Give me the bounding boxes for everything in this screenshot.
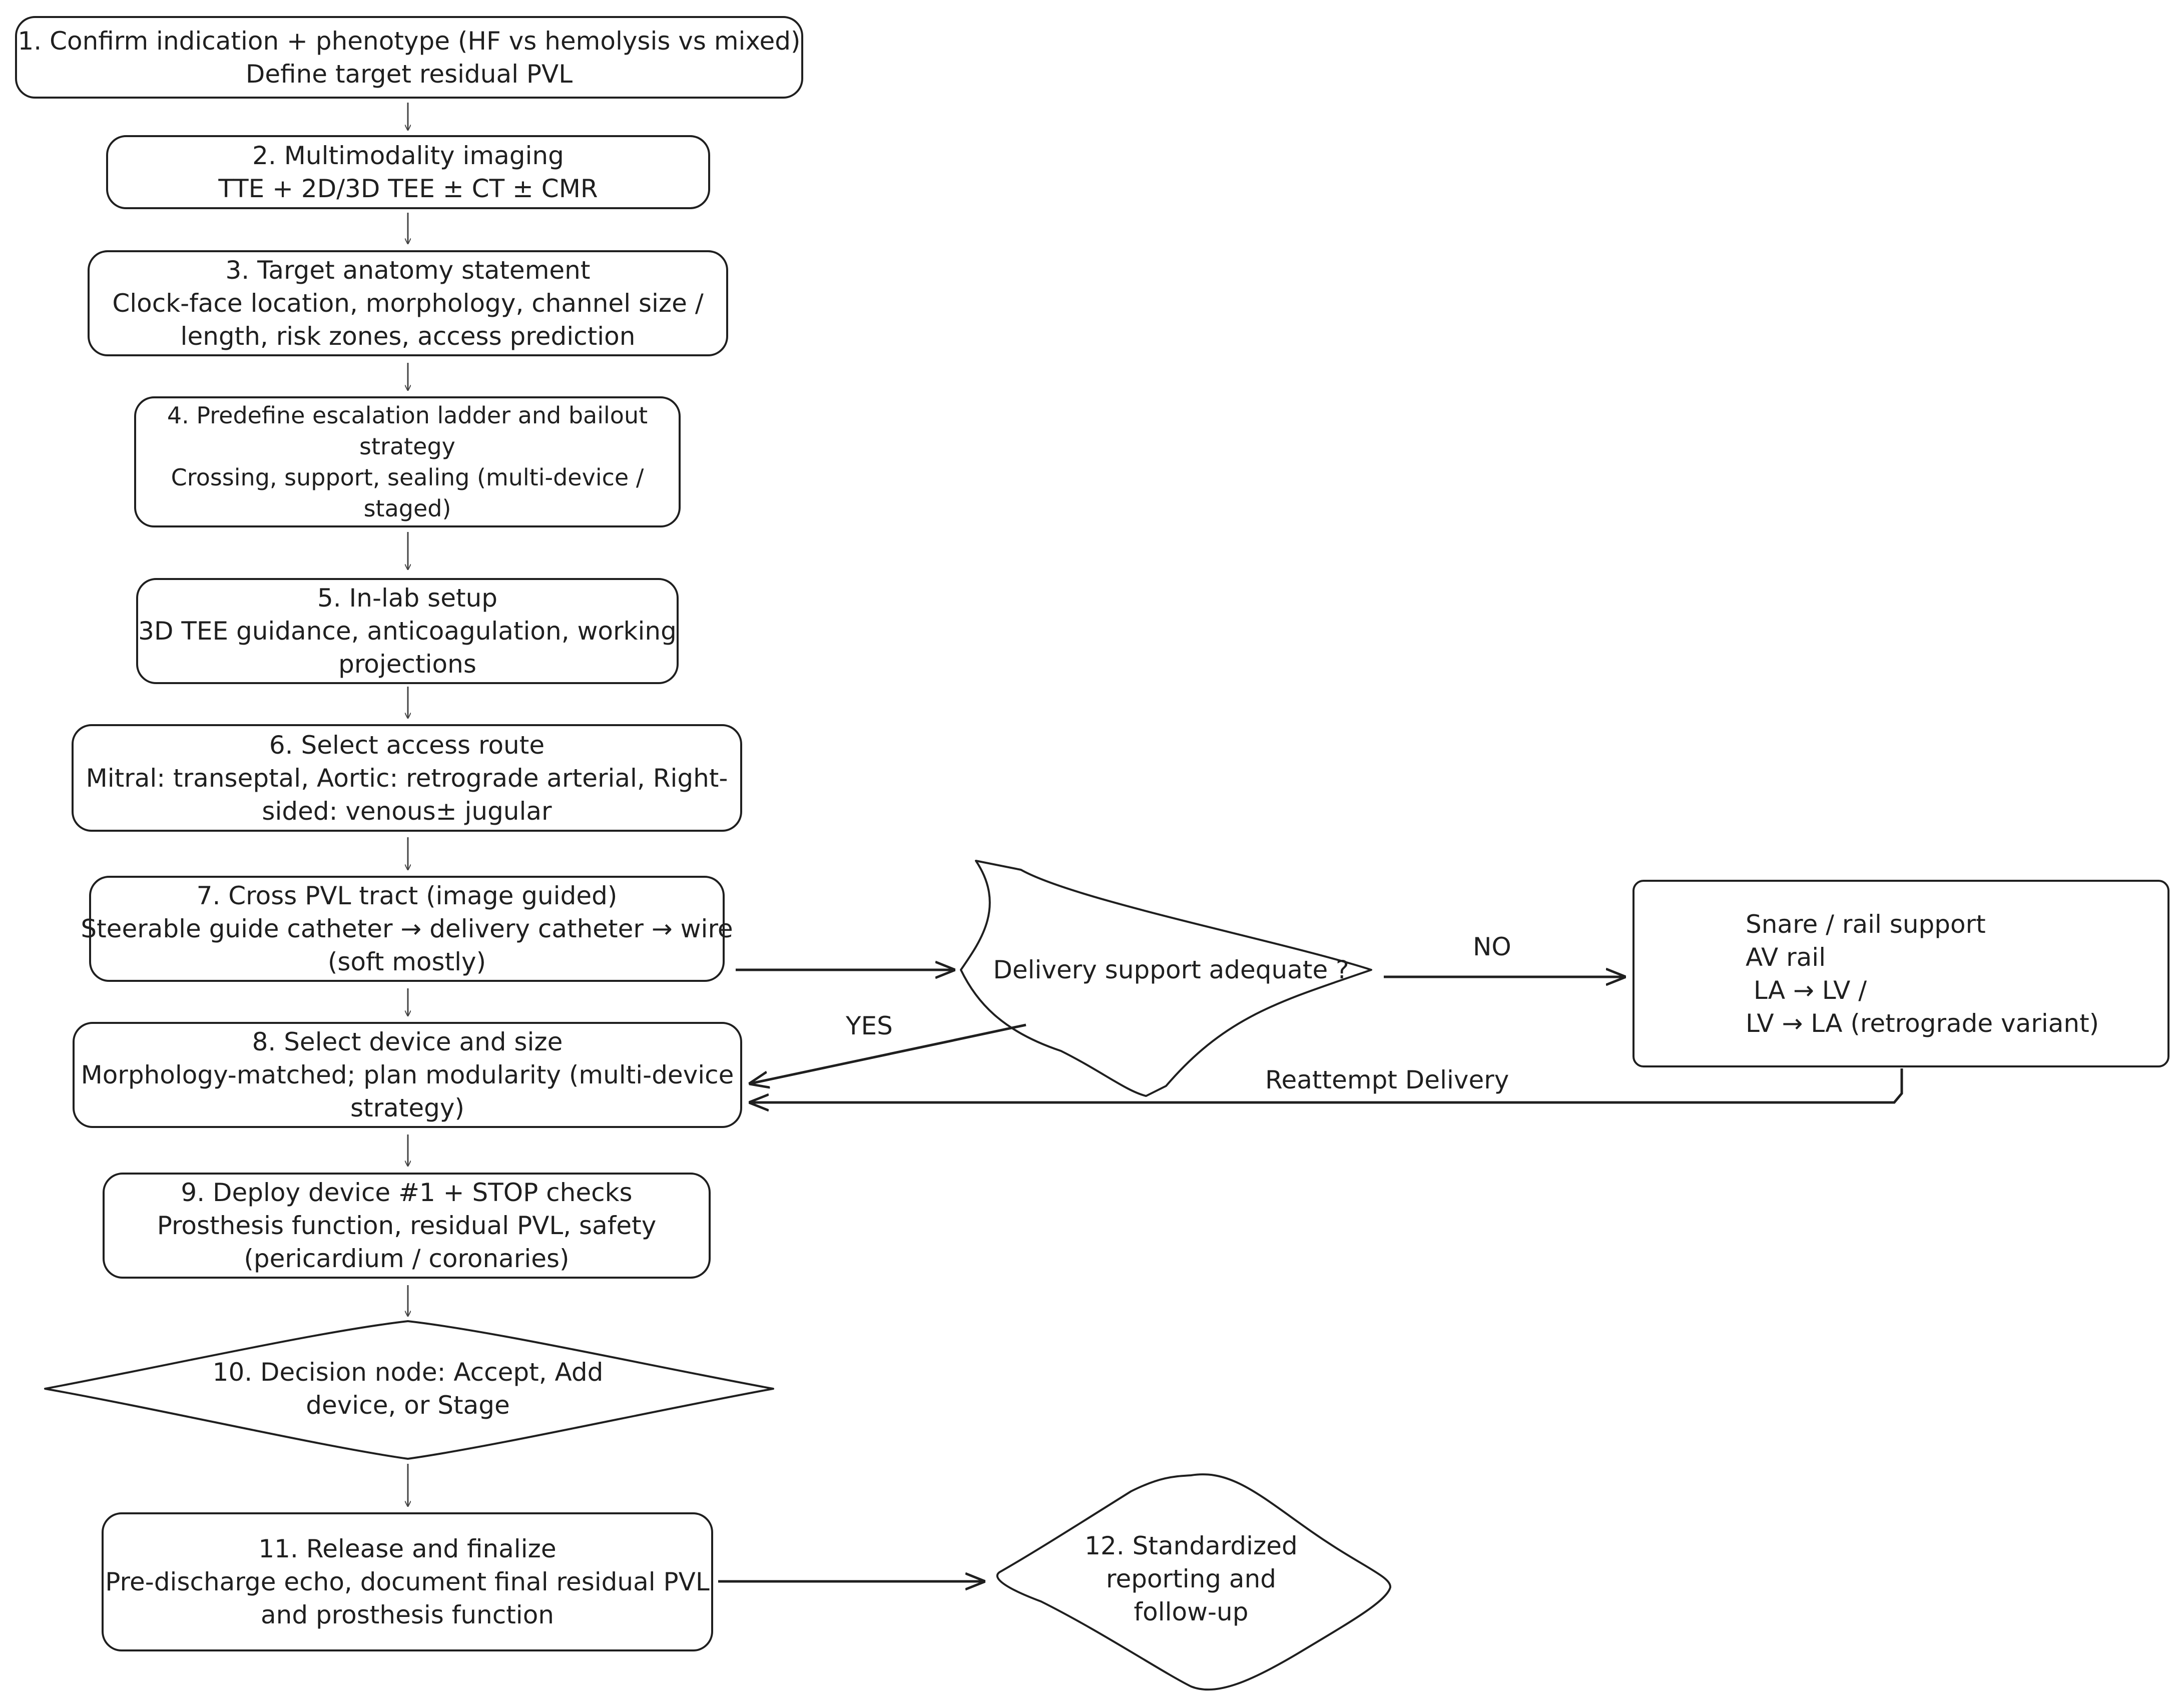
step-8-title: 8. Select device and size	[252, 1027, 563, 1056]
step-9-text: 9. Deploy device #1 + STOP checks Prosth…	[157, 1176, 657, 1275]
step-1-title: 1. Confirm indication + phenotype (HF vs…	[18, 26, 801, 56]
flow-arrows	[718, 970, 1903, 1581]
arrow-decision-yes	[751, 1023, 1026, 1083]
step-6-detail-1: Mitral: transeptal, Aortic: retrograde a…	[86, 763, 728, 793]
step-8-detail-1: Morphology-matched; plan modularity (mul…	[81, 1060, 734, 1089]
step-9-detail-2: (pericardium / coronaries)	[244, 1244, 570, 1273]
step-4-text: 4. Predefine escalation ladder and bailo…	[167, 400, 648, 524]
step-4-title-1: 4. Predefine escalation ladder and bailo…	[167, 402, 648, 429]
yes-label: YES	[846, 1011, 893, 1040]
step-10-title-2: device, or Stage	[306, 1391, 510, 1420]
bailout-line-2: AV rail	[1746, 942, 1826, 972]
arrow-reattempt	[751, 1068, 1903, 1102]
step-7-title: 7. Cross PVL tract (image guided)	[196, 881, 618, 910]
step-10-title-1: 10. Decision node: Accept, Add	[212, 1358, 604, 1387]
step-3-text: 3. Target anatomy statement Clock-face l…	[112, 254, 703, 353]
step-4-box: 4. Predefine escalation ladder and bailo…	[134, 396, 681, 527]
bailout-line-4: LV → LA (retrograde variant)	[1746, 1008, 2099, 1038]
step-7-box: 7. Cross PVL tract (image guided) Steera…	[81, 876, 733, 982]
step-1-text: 1. Confirm indication + phenotype (HF vs…	[18, 25, 800, 91]
step-8-detail-2: strategy)	[350, 1093, 465, 1122]
bailout-line-1: Snare / rail support	[1746, 909, 1986, 939]
step-1-box: 1. Confirm indication + phenotype (HF vs…	[15, 16, 803, 99]
step-11-title: 11. Release and finalize	[258, 1534, 557, 1563]
step-12-text: 12. Standardized reporting and follow-up	[1066, 1526, 1316, 1631]
step-7-detail-2: (soft mostly)	[327, 947, 486, 976]
step-12-line-3: follow-up	[1134, 1597, 1249, 1626]
step-9-detail-1: Prosthesis function, residual PVL, safet…	[157, 1211, 657, 1240]
decision-diamond	[960, 860, 1372, 1097]
decision-text: Delivery support adequate ?	[981, 951, 1361, 989]
step-9-title: 9. Deploy device #1 + STOP checks	[181, 1178, 633, 1207]
step-10-text: 10. Decision node: Accept, Add device, o…	[165, 1354, 651, 1424]
step-11-detail-2: and prosthesis function	[260, 1600, 554, 1629]
step-5-text: 5. In-lab setup 3D TEE guidance, anticoa…	[138, 582, 677, 681]
step-5-box: 5. In-lab setup 3D TEE guidance, anticoa…	[136, 578, 679, 684]
step-3-box: 3. Target anatomy statement Clock-face l…	[88, 250, 728, 356]
step-2-text: 2. Multimodality imaging TTE + 2D/3D TEE…	[218, 139, 598, 205]
step-12-diamond	[996, 1473, 1391, 1691]
step-6-detail-2: sided: venous± jugular	[262, 796, 552, 826]
step-11-text: 11. Release and finalize Pre-discharge e…	[105, 1532, 709, 1631]
step-11-box: 11. Release and finalize Pre-discharge e…	[102, 1512, 713, 1651]
step-7-text: 7. Cross PVL tract (image guided) Steera…	[81, 879, 733, 978]
step-7-detail-1: Steerable guide catheter → delivery cath…	[81, 914, 733, 943]
step-5-title: 5. In-lab setup	[317, 584, 498, 613]
step-2-box: 2. Multimodality imaging TTE + 2D/3D TEE…	[106, 135, 710, 209]
step-4-title-2: strategy	[359, 433, 455, 460]
step-12-line-1: 12. Standardized	[1084, 1531, 1298, 1560]
step-6-title: 6. Select access route	[269, 730, 545, 760]
step-9-box: 9. Deploy device #1 + STOP checks Prosth…	[103, 1173, 711, 1279]
bailout-line-3: LA → LV /	[1746, 975, 1867, 1005]
step-5-detail-2: projections	[338, 650, 476, 679]
step-6-text: 6. Select access route Mitral: transepta…	[86, 729, 728, 828]
decision-question: Delivery support adequate ?	[993, 955, 1349, 984]
step-5-detail-1: 3D TEE guidance, anticoagulation, workin…	[138, 617, 677, 646]
no-label: NO	[1473, 932, 1511, 961]
step-8-box: 8. Select device and size Morphology-mat…	[73, 1022, 742, 1128]
step-10-diamond	[44, 1320, 774, 1460]
step-3-detail-2: length, risk zones, access prediction	[180, 322, 636, 351]
step-4-detail-1: Crossing, support, sealing (multi-device…	[171, 464, 644, 491]
step-2-detail: TTE + 2D/3D TEE ± CT ± CMR	[218, 174, 598, 203]
step-2-title: 2. Multimodality imaging	[252, 141, 564, 170]
reattempt-label: Reattempt Delivery	[1265, 1065, 1509, 1094]
step-8-text: 8. Select device and size Morphology-mat…	[81, 1025, 734, 1124]
step-1-detail: Define target residual PVL	[245, 59, 573, 89]
step-3-detail-1: Clock-face location, morphology, channel…	[112, 289, 704, 318]
step-6-box: 6. Select access route Mitral: transepta…	[72, 724, 742, 832]
step-12-line-2: reporting and	[1106, 1564, 1276, 1593]
step-11-detail-1: Pre-discharge echo, document final resid…	[105, 1567, 710, 1596]
step-4-detail-2: staged)	[363, 495, 451, 522]
bailout-text: Snare / rail support AV rail LA → LV / L…	[1746, 908, 2099, 1040]
bailout-box: Snare / rail support AV rail LA → LV / L…	[1632, 880, 2169, 1067]
step-3-title: 3. Target anatomy statement	[225, 256, 591, 285]
